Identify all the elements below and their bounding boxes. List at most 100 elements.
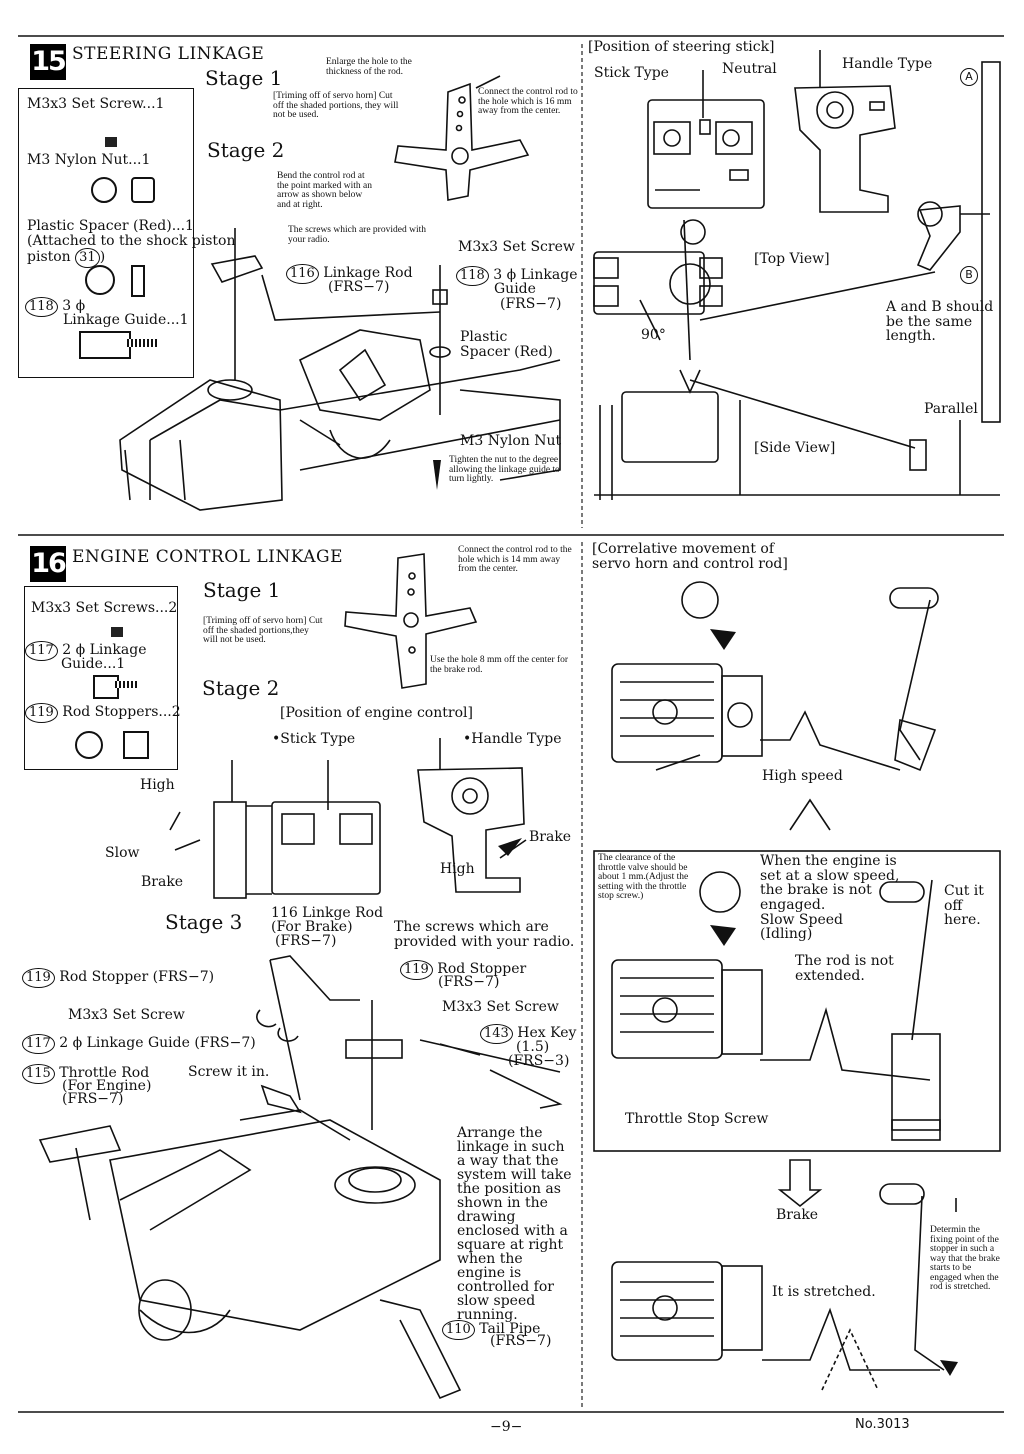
parts-spacer: Plastic Spacer (Red)...1	[27, 218, 194, 234]
tighten-note: Tighten the nut to the degree allowing t…	[449, 455, 560, 484]
label-neutral: Neutral	[722, 61, 777, 77]
parts-guide-row: 118 3 ϕ	[25, 297, 85, 317]
label-high-2: High	[440, 861, 475, 877]
label-top-view: [Top View]	[754, 251, 830, 267]
part-143-badge: 143	[480, 1024, 513, 1044]
part-118-badge: 118	[25, 297, 58, 317]
section-16-stage-3: Stage 3	[165, 910, 243, 934]
label-linkage-rod-ref: (FRS−7)	[328, 279, 390, 295]
nylon-nut-icon	[91, 177, 117, 203]
servo-assembly-15-drawing	[119, 228, 561, 511]
part-117-badge-2: 117	[22, 1034, 55, 1054]
parts-guide-label-2: Linkage Guide...1	[63, 312, 189, 328]
parts16-stoppers: Rod Stoppers...2	[62, 704, 181, 720]
label-hexkey-b: (1.5)	[516, 1039, 550, 1055]
connect-note-16: Connect the control rod to the hole whic…	[458, 545, 572, 574]
stick-position-title: [Position of steering stick]	[588, 39, 775, 55]
linkage-guide-icon	[79, 331, 131, 359]
label-tailpipe-row: 110 Tail Pipe	[442, 1320, 540, 1340]
part-119-badge-2: 119	[22, 968, 55, 988]
label-stopper-b-ref: (FRS−7)	[438, 974, 500, 990]
label-set-screw-15: M3x3 Set Screw	[458, 239, 575, 255]
label-throttle-stop: Throttle Stop Screw	[625, 1111, 769, 1127]
when-note: When the engine is set at a slow speed, …	[760, 853, 900, 914]
section-15-stage-1: Stage 1	[205, 66, 283, 90]
label-tailpipe-a: Tail Pipe	[479, 1321, 541, 1337]
correlative-engine-high	[611, 581, 939, 831]
label-spacer-b: Spacer (Red)	[460, 344, 553, 360]
label-handle-type-16: •Handle Type	[463, 731, 562, 747]
label-throttle-row: 115 Throttle Rod	[22, 1064, 149, 1084]
part-118-badge-2: 118	[456, 266, 489, 286]
mark-b-text: B	[965, 268, 973, 281]
not-extended-note: The rod is not extended.	[795, 953, 894, 984]
engine-assembly-drawing	[38, 955, 563, 1400]
label-stopper-a-row: 119 Rod Stopper (FRS−7)	[22, 968, 214, 988]
label-guide-ref: (FRS−7)	[500, 296, 562, 312]
label-hexkey-a: Hex Key	[517, 1025, 577, 1041]
spacer-side-icon	[131, 265, 145, 297]
section-16-badge: 16	[30, 546, 67, 582]
parts16-stopper-row: 119 Rod Stoppers...2	[25, 703, 181, 723]
set-screw-icon	[105, 137, 117, 147]
label-guide-a: 3 ϕ Linkage	[493, 267, 578, 283]
label-linkage-rod: Linkage Rod	[323, 265, 413, 281]
label-brake-3: Brake	[776, 1207, 819, 1223]
stick-transmitter-drawing	[647, 70, 765, 209]
parts-set-screw: M3x3 Set Screw...1	[27, 96, 165, 112]
label-throttle-a: Throttle Rod	[59, 1065, 150, 1081]
document-code: No.3013	[855, 1417, 910, 1432]
screws-note-16: The screws which are provided with your …	[394, 919, 575, 950]
label-guide-row: 118 3 ϕ Linkage	[456, 266, 578, 286]
label-stopper-b: Rod Stopper	[437, 961, 527, 977]
part-117-badge: 117	[25, 641, 58, 661]
clearance-note: The clearance of the throttle valve shou…	[598, 853, 689, 901]
parts-spacer-note-cont: piston 31)	[27, 248, 105, 268]
label-spacer-a: Plastic	[460, 329, 508, 345]
engine-handle-drawing	[417, 738, 527, 893]
label-throttle-b: (For Engine)	[62, 1078, 152, 1094]
page-number: −9−	[490, 1419, 523, 1435]
label-stick-type-16: •Stick Type	[272, 731, 356, 747]
label-handle-type: Handle Type	[842, 56, 933, 72]
parts16-guide-row: 117 2 ϕ Linkage	[25, 641, 147, 661]
part-119-badge: 119	[25, 703, 58, 723]
trim-note-16: [Triming off of servo horn] Cut off the …	[203, 616, 323, 645]
part-110-badge: 110	[442, 1320, 475, 1340]
label-rod116-a: 116 Linkge Rod	[271, 905, 384, 921]
rod-stopper-icon	[75, 731, 103, 759]
servo-horn-15-drawing	[394, 75, 530, 201]
part-115-badge: 115	[22, 1064, 55, 1084]
section-16-title: ENGINE CONTROL LINKAGE	[72, 547, 344, 567]
part-116-badge: 116	[286, 264, 319, 284]
top-view-drawing	[593, 61, 1001, 423]
arrange-note: Arrange the linkage in such a way that t…	[457, 1125, 572, 1323]
label-throttle-c: (FRS−7)	[62, 1091, 124, 1107]
label-stretched: It is stretched.	[772, 1284, 876, 1300]
screws-note-15: The screws which are provided with your …	[288, 225, 426, 245]
label-stick-type: Stick Type	[594, 65, 669, 81]
label-stopper-a: Rod Stopper (FRS−7)	[59, 969, 215, 985]
label-guide-a-16: 2 ϕ Linkage Guide (FRS−7)	[59, 1035, 256, 1051]
handle-transmitter-drawing	[794, 50, 896, 213]
servo-horn-16-drawing	[344, 553, 478, 689]
section-16-stage-2: Stage 2	[202, 676, 280, 700]
label-high: High	[140, 777, 175, 793]
hole-note: Use the hole 8 mm off the center for the…	[430, 655, 569, 675]
parts-nylon-nut: M3 Nylon Nut...1	[27, 152, 151, 168]
parts-spacer-note: (Attached to the shock piston	[27, 234, 235, 249]
label-screw-in: Screw it in.	[188, 1064, 270, 1080]
set-screw-16-icon	[111, 627, 123, 637]
parts16-set-screws: M3x3 Set Screws...2	[31, 600, 178, 616]
correlative-engine-brake	[611, 1159, 957, 1391]
engine-stick-drawing	[169, 760, 381, 899]
section-15-parts-box: M3x3 Set Screw...1 M3 Nylon Nut...1 Plas…	[18, 88, 235, 378]
label-tailpipe-b: (FRS−7)	[490, 1333, 552, 1349]
linkage-guide-16-thread-icon	[115, 681, 137, 688]
nylon-nut-side-icon	[131, 177, 155, 203]
engine-position-title: [Position of engine control]	[280, 705, 473, 721]
enlarge-note: Enlarge the hole to the thickness of the…	[326, 57, 412, 77]
determine-note: Determin the fixing point of the stopper…	[930, 1225, 1000, 1292]
label-angle: 90°	[641, 327, 666, 343]
